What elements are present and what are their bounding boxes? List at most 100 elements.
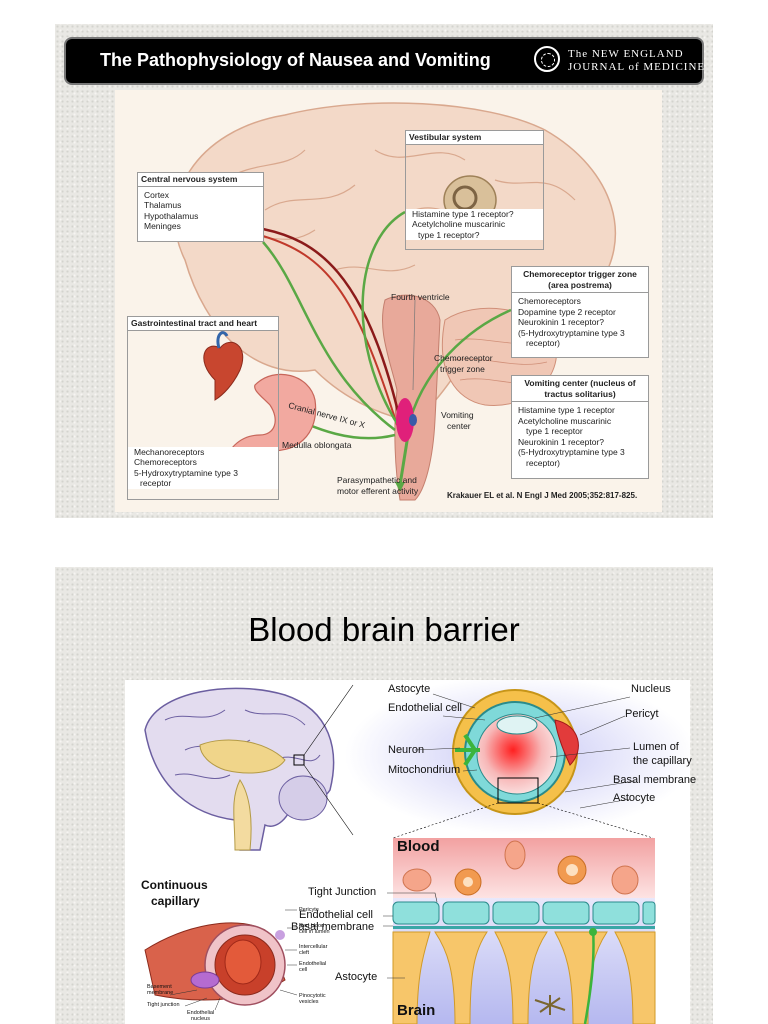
- endothelial-cell-block: [542, 901, 590, 925]
- slide2-title: Blood brain barrier: [248, 611, 520, 648]
- nejm-line2: JOURNAL of MEDICINE: [568, 61, 706, 73]
- cap-label-rbc: Red blood: [299, 923, 325, 929]
- vomiting-center-node: [396, 398, 414, 442]
- fourth-ventricle-pointer: [412, 299, 416, 391]
- vestibular-box-title: Vestibular system: [406, 131, 543, 145]
- label-endothelial-cell: Endothelial cell: [388, 702, 462, 714]
- vestibular-line: Acetylcholine muscarinic: [406, 219, 543, 230]
- cap-label-endothelial: cell: [299, 967, 308, 973]
- vc-line: receptor): [526, 457, 561, 468]
- vomiting-center-label: center: [447, 421, 471, 431]
- ctz-line: Chemoreceptors: [518, 296, 581, 306]
- cap-label-basement: membrane: [147, 990, 174, 996]
- label-nucleus: Nucleus: [631, 683, 671, 695]
- medulla-label: Medulla oblongata: [282, 440, 352, 450]
- astocyte-foot: [434, 931, 488, 1024]
- efferent-arrow: [395, 482, 405, 492]
- brainstem2: [233, 779, 252, 851]
- cerebellum2: [278, 775, 328, 821]
- cns-box: Central nervous system Cortex Thalamus H…: [137, 172, 264, 242]
- vc-line: type 1 receptor: [526, 426, 583, 436]
- pericyte-shape: [554, 719, 579, 766]
- nausea-figure: Central nervous system Cortex Thalamus H…: [115, 90, 662, 512]
- gi-line: Mechanoreceptors: [128, 446, 278, 457]
- label-basal-membrane-2: Basal membrane: [291, 921, 375, 933]
- label-lumen: Lumen of: [633, 741, 679, 753]
- rbc: [611, 865, 639, 895]
- cap-label-endothelial: Endothelial: [299, 961, 327, 967]
- label-endothelial-cell-2: Endothelial cell: [299, 909, 373, 921]
- label-pericyt: Pericyt: [625, 708, 659, 720]
- astocyte-foot: [614, 931, 656, 1024]
- slide1-title-bar: The Pathophysiology of Nausea and Vomiti…: [66, 39, 706, 83]
- label-lumen: the capillary: [633, 755, 692, 767]
- zoom-line: [303, 684, 354, 756]
- cap-label-basement: Basement: [147, 984, 172, 990]
- vestibular-line: type 1 receptor?: [406, 229, 543, 240]
- endothelial-cell-block: [492, 901, 540, 925]
- cns-line: Hypothalamus: [144, 210, 199, 221]
- heart-vessel: [216, 331, 229, 349]
- basal-membrane-strip: [393, 926, 655, 929]
- label-blood: Blood: [397, 838, 440, 855]
- cap-label-pinocytotic: vesicles: [299, 999, 319, 1005]
- vc-line: (5-Hydroxytryptamine type 3: [518, 447, 625, 457]
- pericyte-blob: [275, 930, 285, 940]
- efferent-pathway: [398, 434, 410, 486]
- rbc: [504, 840, 526, 870]
- vestibular-line: Histamine type 1 receptor?: [406, 208, 543, 219]
- label-astocyte-low: Astocyte: [335, 971, 378, 983]
- brain-gyri: [224, 149, 576, 272]
- vc-line: Acetylcholine muscarinic: [518, 415, 612, 426]
- zoom-box-2: [497, 777, 539, 804]
- layer-pointer-lines: [383, 892, 438, 979]
- vestibular-box: Vestibular system Histamine type 1 recep…: [405, 130, 544, 250]
- cap-label-nucleus: Endothelial: [187, 1010, 215, 1016]
- continuous-capillary-title: Continuous: [141, 878, 208, 892]
- brainstem: [382, 294, 441, 501]
- bbb-illustration: [144, 680, 690, 1024]
- neuron-process: [455, 733, 480, 767]
- cap-label-pericyte: Pericyte: [299, 907, 319, 913]
- fourth-ventricle-label: Fourth ventricle: [391, 292, 450, 302]
- cns-line: Cortex: [144, 189, 170, 200]
- cns-line: Meninges: [144, 221, 181, 231]
- ctz-label: trigger zone: [440, 364, 485, 374]
- cap-label-nucleus: nucleus: [191, 1016, 210, 1022]
- gi-box-title: Gastrointestinal tract and heart: [128, 317, 278, 331]
- cap-pointer-lines: [169, 909, 298, 1011]
- gi-line: 5-Hydroxytryptamine type 3: [128, 467, 278, 478]
- gi-line: Chemoreceptors: [128, 457, 278, 468]
- cap-label-tight: Tight junction: [147, 1002, 180, 1008]
- heart: [203, 341, 244, 401]
- ctz-line: (5-Hydroxytryptamine type 3: [518, 327, 625, 338]
- efferent-label: motor efferent activity: [337, 486, 419, 496]
- zoom-box-1: [293, 754, 305, 766]
- ctz-box-title2: (area postrema): [512, 280, 648, 293]
- vc-line: Histamine type 1 receptor: [518, 405, 615, 415]
- endothelial-nucleus: [496, 715, 538, 735]
- ctz-node: [409, 414, 417, 426]
- endothelial-cell-block: [642, 901, 656, 925]
- white-cell-core: [463, 877, 473, 887]
- endothelial-cell-block: [392, 901, 440, 925]
- vc-line: Neurokinin 1 receptor?: [518, 436, 604, 447]
- endothelial-cell-block: [592, 901, 640, 925]
- corpus-callosum: [199, 739, 286, 774]
- slide-nausea-vomiting: The Pathophysiology of Nausea and Vomiti…: [55, 24, 713, 518]
- nejm-seal-icon: [534, 46, 560, 72]
- cap-label-rbc: cell in lumen: [299, 929, 330, 935]
- cap-label-cleft: cleft: [299, 950, 310, 956]
- cap-label-cleft: Intercellular: [299, 944, 328, 950]
- gi-box: Gastrointestinal tract and heart Mechano…: [127, 316, 279, 500]
- cap-label-pinocytotic: Pinocytotic: [299, 993, 326, 999]
- astocyte-foot: [494, 931, 548, 1024]
- label-mitochondrium: Mitochondrium: [388, 764, 461, 776]
- citation: Krakauer EL et al. N Engl J Med 2005;352…: [447, 491, 638, 500]
- endothelial-cell-block: [442, 901, 490, 925]
- label-tight-junction: Tight Junction: [308, 886, 377, 898]
- cns-pathway-red2: [262, 235, 398, 426]
- ctz-pathway: [408, 308, 512, 421]
- nausea-illustration: [174, 102, 617, 501]
- microglia: [534, 995, 566, 1015]
